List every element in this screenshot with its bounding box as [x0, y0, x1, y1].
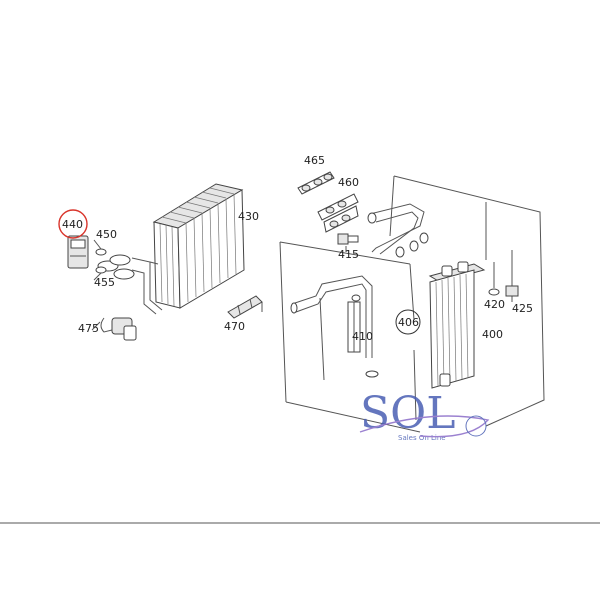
bolt-415 — [337, 233, 359, 252]
label-415: 415 — [338, 248, 359, 261]
highlight-circle-440 — [58, 209, 88, 239]
label-440: 440 — [62, 218, 83, 231]
label-465: 465 — [304, 154, 325, 167]
fastener-420 — [488, 262, 500, 296]
label-410: 410 — [352, 330, 373, 343]
washer-455 — [95, 266, 107, 274]
watermark-ring — [465, 415, 487, 437]
callout-circle-406 — [395, 309, 421, 335]
heater-box-outline — [279, 175, 545, 433]
clip-470 — [227, 295, 263, 319]
sensor-475 — [91, 317, 137, 341]
heater-core-400 — [428, 261, 486, 389]
watermark-logo-text: SOL — [360, 388, 455, 439]
expansion-valve-440 — [67, 235, 135, 280]
evaporator-430 — [131, 183, 245, 315]
label-430: 430 — [238, 210, 259, 223]
label-406: 406 — [398, 316, 419, 329]
washer-450 — [95, 248, 107, 256]
watermark-tagline: Sales On Line — [398, 434, 446, 442]
label-450: 450 — [96, 228, 117, 241]
watermark-logo: SOL Sales On Line — [359, 388, 490, 442]
bracket-465 — [297, 171, 335, 195]
label-425: 425 — [512, 302, 533, 315]
label-470: 470 — [224, 320, 245, 333]
label-400: 400 — [482, 328, 503, 341]
tube-410 — [290, 275, 379, 378]
hose-pipes — [367, 203, 429, 258]
label-460: 460 — [338, 176, 359, 189]
label-455: 455 — [94, 276, 115, 289]
bracket-460 — [317, 193, 359, 233]
fastener-425 — [505, 285, 519, 297]
label-475: 475 — [78, 322, 99, 335]
label-420: 420 — [484, 298, 505, 311]
